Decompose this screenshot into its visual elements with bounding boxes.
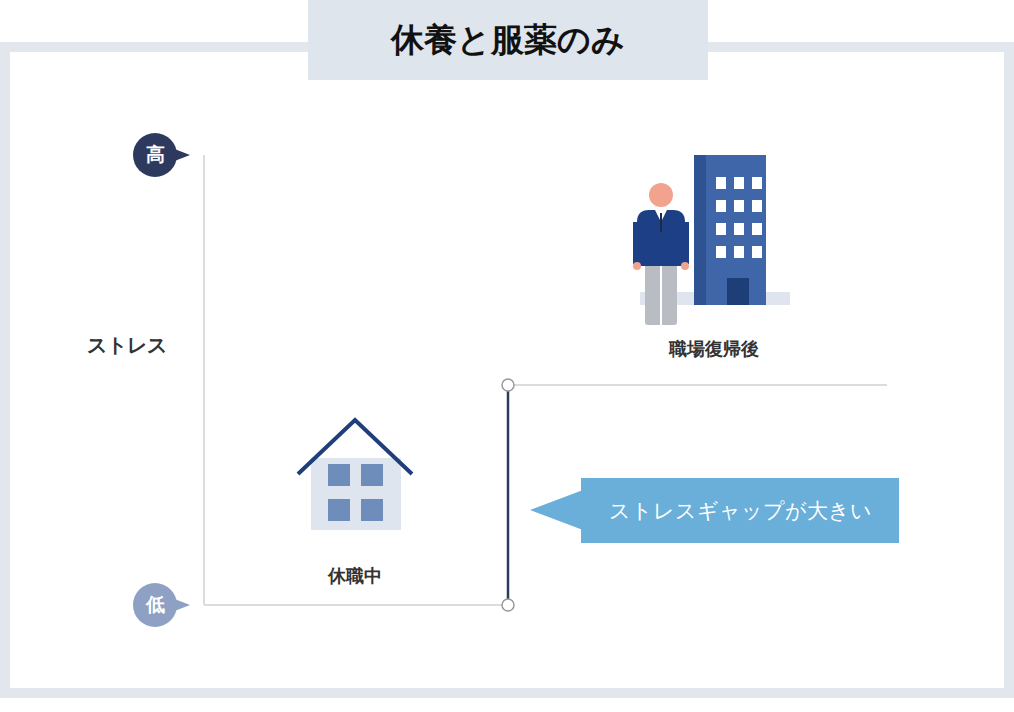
- callout-pointer: [530, 490, 583, 530]
- level-circle: 高: [133, 133, 177, 177]
- gap-line: [507, 385, 510, 605]
- gap-end: [502, 379, 514, 391]
- state-label: 職場復帰後: [669, 337, 759, 361]
- callout-box: ストレスギャップが大きい: [581, 478, 899, 543]
- y-axis: [203, 155, 205, 605]
- title: 休養と服薬のみ: [391, 18, 625, 63]
- level-circle: 低: [133, 583, 177, 627]
- node-text: ストレスギャップが大きい: [609, 497, 872, 525]
- office-icon: [633, 155, 790, 325]
- level-line: [508, 384, 887, 386]
- gap-end: [502, 599, 514, 611]
- frame: [5, 47, 1009, 693]
- state-label: 休職中: [328, 564, 382, 588]
- node-text: 高: [146, 142, 165, 168]
- node-text: 低: [146, 592, 165, 618]
- title-tab: [308, 0, 708, 80]
- x-axis: [204, 604, 508, 606]
- axis-label: ストレス: [87, 332, 167, 359]
- house-icon: [298, 420, 412, 530]
